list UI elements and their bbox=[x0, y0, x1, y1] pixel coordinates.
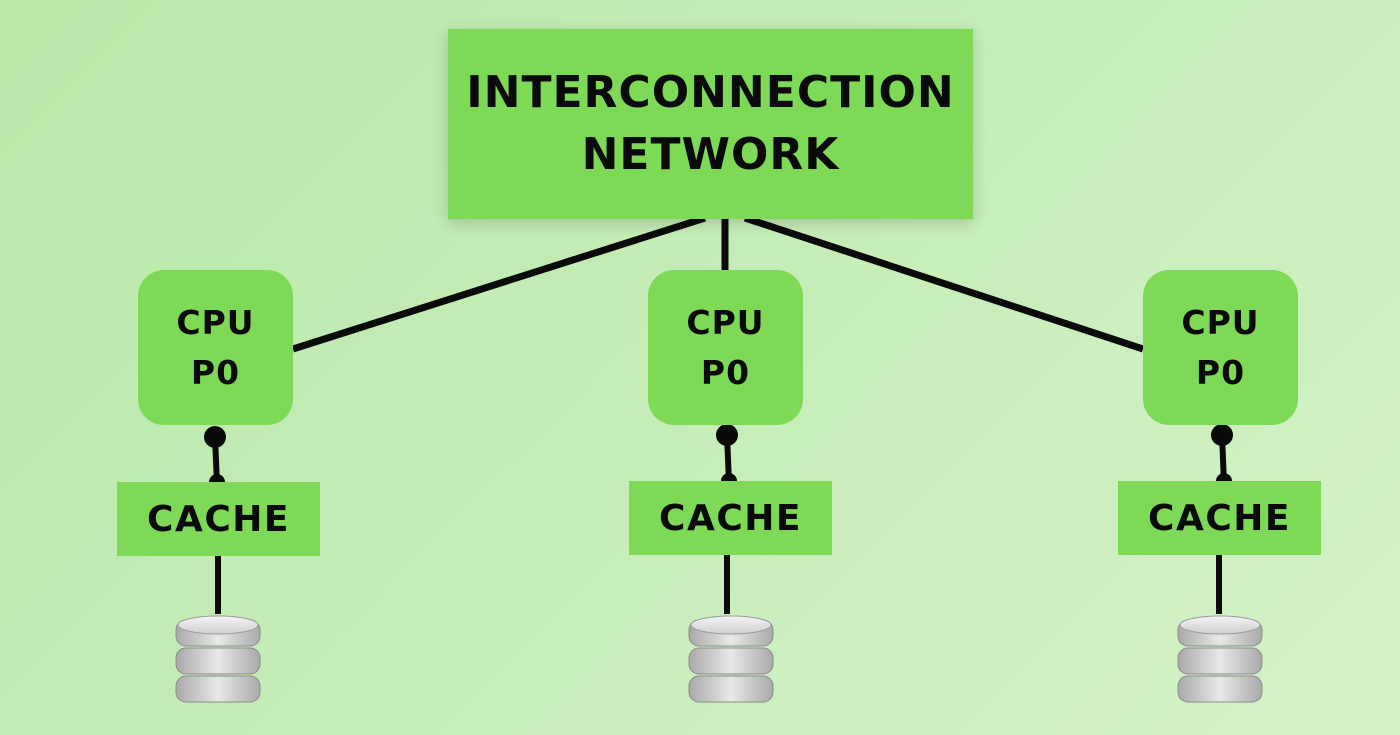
cpu-id-label: P0 bbox=[1195, 352, 1246, 392]
network-title-line1: INTERCONNECTION bbox=[466, 67, 955, 118]
cache-box-1: CACHE bbox=[117, 482, 320, 556]
cpu-box-3: CPU P0 bbox=[1143, 270, 1298, 425]
network-title-line2: NETWORK bbox=[581, 129, 840, 180]
database-icon bbox=[1177, 615, 1263, 703]
database-icon bbox=[175, 615, 261, 703]
cpu-id-label: P0 bbox=[190, 352, 241, 392]
cpu-cache-connector-1 bbox=[204, 426, 226, 490]
database-icon bbox=[688, 615, 774, 703]
cpu-box-2: CPU P0 bbox=[648, 270, 803, 425]
cache-box-3: CACHE bbox=[1118, 481, 1321, 555]
cpu-id-label: P0 bbox=[700, 352, 751, 392]
connector-dot-icon bbox=[204, 426, 226, 448]
cpu-cache-connector-2 bbox=[716, 424, 738, 489]
cache-label: CACHE bbox=[1148, 497, 1291, 539]
network-to-cpu-3-line bbox=[743, 214, 1145, 353]
connector-dot-icon bbox=[1211, 424, 1233, 446]
connector-dot-icon bbox=[716, 424, 738, 446]
cpu-cache-connector-3 bbox=[1211, 424, 1233, 489]
cpu-label: CPU bbox=[176, 302, 255, 342]
cache-label: CACHE bbox=[659, 497, 802, 539]
interconnection-network-box: INTERCONNECTION NETWORK bbox=[448, 29, 973, 219]
cpu-box-1: CPU P0 bbox=[138, 270, 293, 425]
cpu-label: CPU bbox=[686, 302, 765, 342]
network-to-cpu-1-line bbox=[291, 214, 707, 353]
cache-box-2: CACHE bbox=[629, 481, 832, 555]
cache-label: CACHE bbox=[147, 498, 290, 540]
cpu-label: CPU bbox=[1181, 302, 1260, 342]
